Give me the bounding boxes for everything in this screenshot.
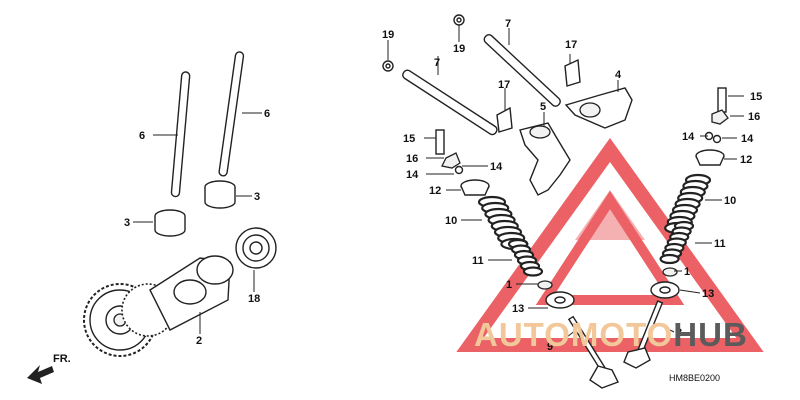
- callout-4: 4: [615, 69, 622, 81]
- valve-intake: [567, 315, 619, 389]
- adjust-screw-left: [435, 129, 464, 175]
- callout-14-left-a: 14: [406, 169, 419, 181]
- callout-17-left: 17: [498, 79, 510, 91]
- callout-14-left-b: 14: [490, 161, 503, 173]
- clip-right: [564, 58, 581, 87]
- bushing-upper: [204, 180, 236, 209]
- watermark-part-3: HUB: [673, 316, 748, 353]
- callout-17-right: 17: [565, 39, 577, 51]
- diagram-code: HM8BE0200: [669, 373, 720, 383]
- valve-exhaust: [623, 300, 664, 369]
- valve-seal-left: [537, 280, 553, 290]
- callout-2: 2: [196, 335, 202, 347]
- callout-3-upper: 3: [254, 191, 260, 203]
- callout-10-right: 10: [724, 195, 736, 207]
- callout-16-right: 16: [748, 111, 760, 123]
- callout-8: 8: [676, 327, 682, 339]
- bearing: [235, 227, 277, 269]
- callout-1-right: 1: [684, 266, 690, 278]
- washer-top: [453, 14, 465, 26]
- callout-12-right: 12: [740, 154, 752, 166]
- valve-spring-inner-right: [659, 220, 695, 265]
- callout-15-left: 15: [403, 133, 415, 145]
- callout-6-left: 6: [139, 130, 145, 142]
- retainer-left: [460, 179, 490, 196]
- watermark-wordmark: AUTOMOTOHUB: [474, 316, 748, 354]
- valve-spring-outer-left: [477, 195, 529, 251]
- callout-10-left: 10: [445, 215, 457, 227]
- callout-5: 5: [540, 101, 546, 113]
- callout-18: 18: [248, 293, 260, 305]
- rocker-arm-upper: [564, 87, 633, 129]
- spring-coil: [522, 266, 544, 277]
- leader-lines: [133, 25, 744, 345]
- callout-14-right-b: 14: [741, 133, 754, 145]
- rocker-shaft-right: [483, 34, 561, 107]
- retainer-right: [695, 149, 725, 166]
- callout-7-left: 7: [434, 57, 440, 69]
- callout-7-right: 7: [505, 18, 511, 30]
- push-rod-left: [170, 71, 191, 198]
- spring-seat-right: [650, 281, 680, 299]
- callout-12-left: 12: [429, 185, 441, 197]
- callout-14-right-a: 14: [682, 131, 695, 143]
- spring-seat-left: [545, 291, 575, 309]
- callout-11-right: 11: [714, 238, 726, 250]
- callout-1-left: 1: [506, 279, 512, 291]
- callout-19-top: 19: [453, 43, 465, 55]
- direction-label: FR.: [53, 353, 71, 365]
- callout-6-right: 6: [264, 108, 270, 120]
- clip-left: [496, 106, 513, 133]
- callout-16-left: 16: [406, 153, 418, 165]
- callout-15-right: 15: [750, 91, 762, 103]
- rocker-shaft-left: [402, 69, 498, 136]
- bushing-lower: [154, 209, 186, 237]
- adjust-screw-right: [704, 87, 729, 144]
- callout-13-right: 13: [702, 288, 714, 300]
- callout-9: 9: [547, 341, 553, 353]
- callout-19-left: 19: [382, 29, 394, 41]
- front-direction-arrow: FR.: [27, 353, 71, 384]
- washer-left: [382, 60, 394, 72]
- rocker-arm-lower: [519, 122, 571, 196]
- callout-3-lower: 3: [124, 217, 130, 229]
- watermark-part-1: AUTO: [474, 316, 571, 353]
- spring-coil: [659, 253, 680, 265]
- callout-13-left: 13: [512, 303, 524, 315]
- callout-11-left: 11: [472, 255, 484, 267]
- valve-seal-right: [662, 267, 678, 277]
- camshaft-gear: [83, 255, 234, 357]
- watermark-part-2: MOTO: [570, 316, 674, 353]
- callouts: 6 6 3 3 18 2 19 19 7 7 17 17 4 5 15 16 1…: [124, 18, 762, 353]
- push-rod-right: [218, 51, 245, 177]
- valve-spring-inner-left: [507, 238, 544, 277]
